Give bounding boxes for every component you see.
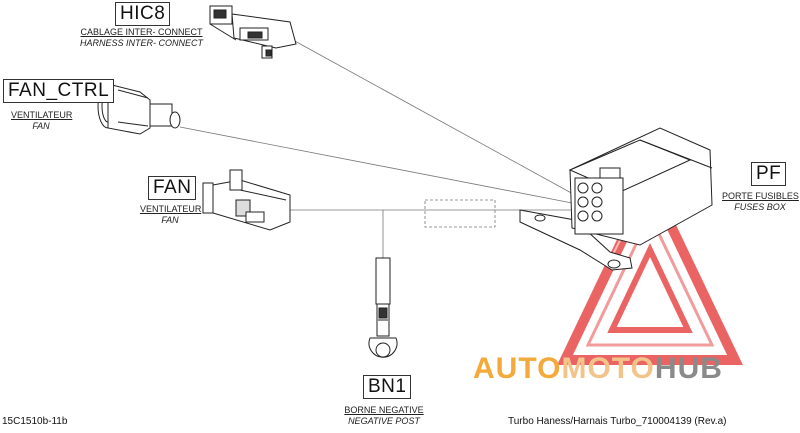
pf-label-en: FUSES BOX xyxy=(734,202,786,212)
hic8-code: HIC8 xyxy=(115,2,171,26)
pf-label: PORTE FUSIBLES FUSES BOX xyxy=(722,191,799,213)
doc-code: 15C1510b-11b xyxy=(2,416,68,427)
doc-title: Turbo Haness/Harnais Turbo_710004139 (Re… xyxy=(508,416,727,427)
pf-code: PF xyxy=(751,162,787,186)
bn1-label: BORNE NEGATIVE NEGATIVE POST xyxy=(338,405,430,427)
watermark-part-hub: HUB xyxy=(654,352,723,385)
bn1-code: BN1 xyxy=(363,375,412,399)
fan-ctrl-label-fr: VENTILATEUR xyxy=(11,110,73,120)
watermark-part-moto: MOTO xyxy=(561,352,655,385)
watermark-brand: AUTOMOTOHUB xyxy=(473,352,723,386)
watermark-part-auto: AUTO xyxy=(473,352,562,385)
hic8-label-fr: CABLAGE INTER- CONNECT xyxy=(80,27,203,37)
fan-label-fr: VENTILATEUR xyxy=(140,204,202,214)
fan-ctrl-code: FAN_CTRL xyxy=(3,79,115,103)
fan-connector-icon xyxy=(202,169,291,231)
hic8-label: CABLAGE INTER- CONNECT HARNESS INTER- CO… xyxy=(80,27,203,49)
fan-code: FAN xyxy=(148,176,197,200)
hic8-label-en: HARNESS INTER- CONNECT xyxy=(80,38,204,48)
hic8-connector-icon xyxy=(209,5,297,59)
fan-label: VENTILATEUR FAN xyxy=(140,204,202,226)
pf-label-fr: PORTE FUSIBLES xyxy=(722,191,799,201)
bn1-label-fr: BORNE NEGATIVE xyxy=(344,405,424,415)
fan-ctrl-label-en: FAN xyxy=(32,121,50,131)
wires xyxy=(179,39,578,262)
negative-post-terminal-icon xyxy=(368,257,398,358)
fan-label-en: FAN xyxy=(161,215,179,225)
fan-ctrl-label: VENTILATEUR FAN xyxy=(11,110,73,132)
fuse-box-icon xyxy=(519,127,713,271)
bn1-label-en: NEGATIVE POST xyxy=(348,416,420,426)
